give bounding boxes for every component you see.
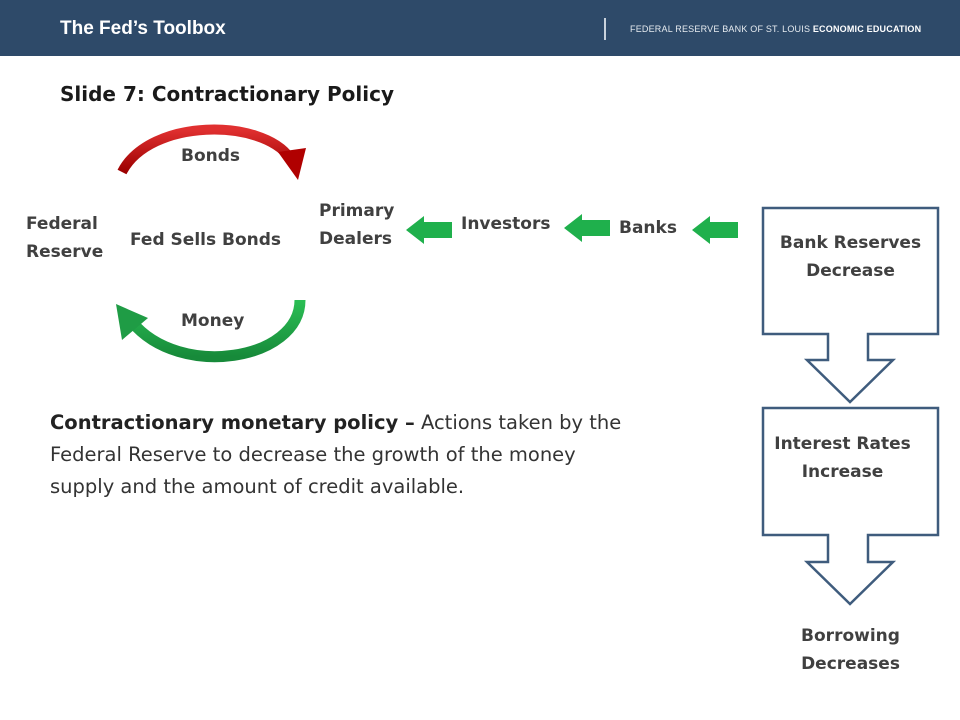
bank-reserves-box bbox=[761, 206, 940, 404]
interest-rates-line1: Interest Rates bbox=[774, 434, 911, 454]
money-arrow bbox=[116, 299, 306, 363]
org-name: FEDERAL RESERVE BANK OF ST. LOUIS bbox=[630, 24, 813, 34]
bank-reserves-line2: Decrease bbox=[806, 261, 895, 281]
header-divider bbox=[604, 18, 606, 40]
flow-arrow-to-primary-dealers bbox=[406, 216, 452, 244]
definition-text: Actions taken by the Federal Reserve to … bbox=[50, 411, 622, 498]
money-label: Money bbox=[181, 311, 245, 331]
bonds-label: Bonds bbox=[181, 146, 241, 166]
federal-reserve-line2: Reserve bbox=[26, 242, 104, 262]
investors-label: Investors bbox=[461, 214, 551, 234]
borrowing-line1: Borrowing bbox=[801, 626, 900, 646]
org-program: ECONOMIC EDUCATION bbox=[812, 24, 922, 34]
flow-arrow-to-banks bbox=[692, 216, 738, 244]
federal-reserve-label: Federal Reserve bbox=[26, 210, 103, 266]
bonds-arrow bbox=[117, 124, 306, 180]
primary-dealers-line1: Primary bbox=[319, 201, 395, 221]
primary-dealers-line2: Dealers bbox=[319, 229, 392, 249]
banks-label: Banks bbox=[619, 218, 677, 238]
fed-sells-bonds-label: Fed Sells Bonds bbox=[130, 230, 282, 250]
interest-rates-text: Interest Rates Increase bbox=[755, 430, 930, 486]
borrowing-decreases-text: Borrowing Decreases bbox=[763, 622, 938, 678]
bank-reserves-line1: Bank Reserves bbox=[779, 233, 922, 253]
bank-reserves-text: Bank Reserves Decrease bbox=[763, 229, 938, 285]
header-bar: The Fed’s Toolbox FEDERAL RESERVE BANK O… bbox=[0, 0, 960, 56]
slide-title: Slide 7: Contractionary Policy bbox=[60, 82, 395, 106]
interest-rates-line2: Increase bbox=[801, 462, 884, 482]
policy-definition: Contractionary monetary policy – Actions… bbox=[50, 407, 630, 503]
header-title: The Fed’s Toolbox bbox=[60, 18, 226, 39]
interest-rates-box bbox=[761, 406, 940, 606]
borrowing-line2: Decreases bbox=[801, 654, 900, 674]
flow-arrow-to-investors bbox=[564, 214, 610, 242]
header-organization: FEDERAL RESERVE BANK OF ST. LOUIS ECONOM… bbox=[630, 24, 921, 34]
definition-term: Contractionary monetary policy – bbox=[50, 411, 415, 434]
federal-reserve-line1: Federal bbox=[26, 214, 98, 234]
primary-dealers-label: Primary Dealers bbox=[319, 197, 394, 253]
